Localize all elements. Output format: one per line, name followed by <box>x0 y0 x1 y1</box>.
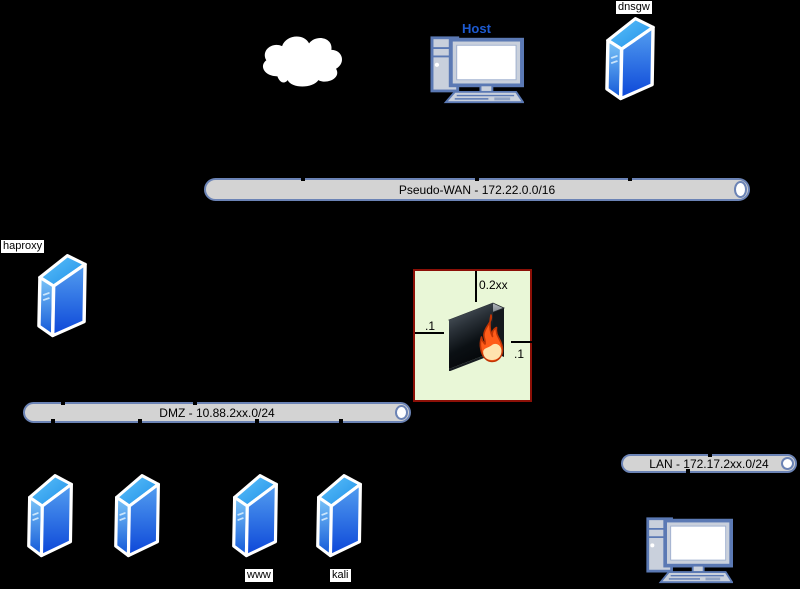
connection-notch <box>708 453 712 457</box>
lan-connector-line <box>511 341 532 343</box>
connection-notch <box>475 177 479 181</box>
connection-notch <box>61 401 65 405</box>
www-label: www <box>245 569 273 582</box>
connection-notch <box>339 419 343 423</box>
flame-icon <box>479 314 504 363</box>
lan-label: LAN - 172.17.2xx.0/24 <box>649 456 769 471</box>
connection-notch <box>138 419 142 423</box>
connection-notch <box>628 177 632 181</box>
lan-ip-label: .1 <box>514 347 525 361</box>
firewall-zone: 0.2xx .1 .1 <box>413 269 532 402</box>
kali-server-icon <box>315 473 364 560</box>
dmz-server-1-icon <box>26 473 75 560</box>
dmz-server-2-icon <box>113 473 162 560</box>
firewall-icon <box>447 295 507 371</box>
pseudo-wan-label: Pseudo-WAN - 172.22.0.0/16 <box>398 182 556 197</box>
dmz-bus: DMZ - 10.88.2xx.0/24 <box>23 402 411 423</box>
wan-ip-label: 0.2xx <box>479 278 508 292</box>
bus-endcap <box>395 405 408 420</box>
www-server-icon <box>231 473 280 560</box>
dmz-connector-line <box>415 332 444 334</box>
host-computer-icon <box>429 35 524 104</box>
pseudo-wan-bus: Pseudo-WAN - 172.22.0.0/16 <box>204 178 750 201</box>
dnsgw-server-icon <box>604 16 657 103</box>
connection-notch <box>255 419 259 423</box>
dmz-ip-label: .1 <box>425 319 436 333</box>
connection-notch <box>193 401 197 405</box>
bus-endcap <box>781 457 794 470</box>
haproxy-server-icon <box>36 253 89 340</box>
internet-cloud-icon <box>257 32 350 98</box>
lan-workstation-icon <box>645 516 733 584</box>
haproxy-label: haproxy <box>1 240 45 253</box>
connection-notch <box>686 469 690 473</box>
wan-connector-line <box>475 271 477 302</box>
host-label: Host <box>462 21 491 36</box>
dmz-label: DMZ - 10.88.2xx.0/24 <box>159 405 275 420</box>
lan-bus: LAN - 172.17.2xx.0/24 <box>621 454 797 473</box>
kali-label: kali <box>330 569 351 582</box>
connection-notch <box>51 419 55 423</box>
dnsgw-label: dnsgw <box>616 1 652 14</box>
connection-notch <box>301 177 305 181</box>
bus-endcap <box>734 181 747 198</box>
